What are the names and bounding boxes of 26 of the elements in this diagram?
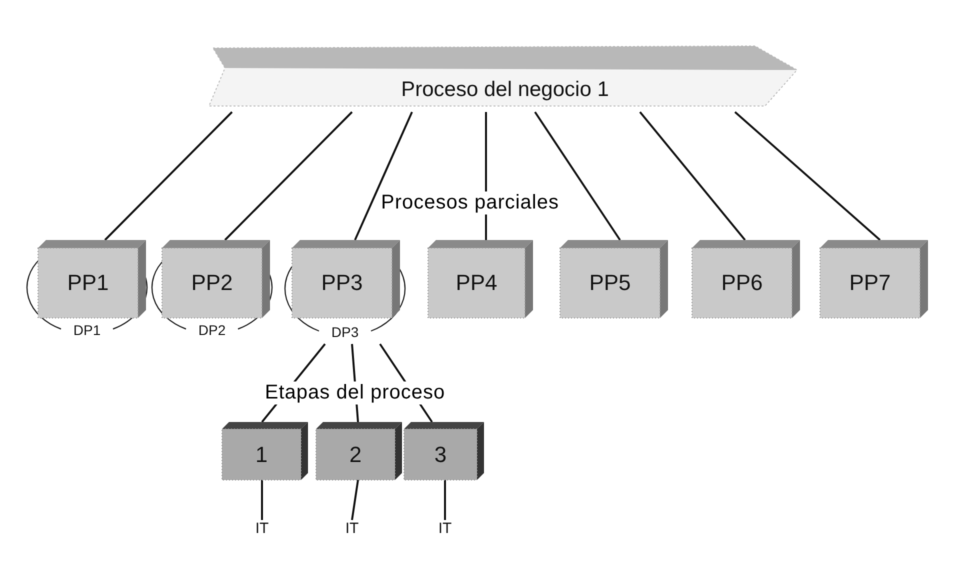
connector-line: [104, 111, 233, 241]
block-label: PP7: [848, 270, 892, 296]
block-label: 3: [433, 442, 448, 468]
block-label: PP5: [588, 270, 632, 296]
it-label: IT: [344, 520, 360, 537]
block-label: PP1: [66, 270, 110, 296]
connector-line: [444, 480, 446, 520]
block-label: PP6: [720, 270, 764, 296]
block-label: PP3: [320, 270, 364, 296]
connector-line: [354, 112, 413, 240]
connector-line: [639, 111, 746, 241]
domain-label: DP2: [197, 322, 227, 338]
connector-line: [734, 111, 881, 241]
block-label: PP4: [454, 270, 498, 296]
block-label: 2: [348, 442, 363, 468]
domain-label: DP3: [330, 324, 360, 340]
it-label: IT: [437, 520, 453, 537]
block-label: PP2: [190, 270, 234, 296]
block-label: 1: [254, 442, 269, 468]
connector-line: [351, 480, 359, 520]
domain-label: DP1: [72, 322, 102, 338]
process-title: Proceso del negocio 1: [400, 78, 610, 102]
it-label: IT: [254, 520, 270, 537]
connector-line: [534, 111, 621, 241]
connector-line: [224, 111, 353, 241]
connector-line: [261, 480, 263, 520]
